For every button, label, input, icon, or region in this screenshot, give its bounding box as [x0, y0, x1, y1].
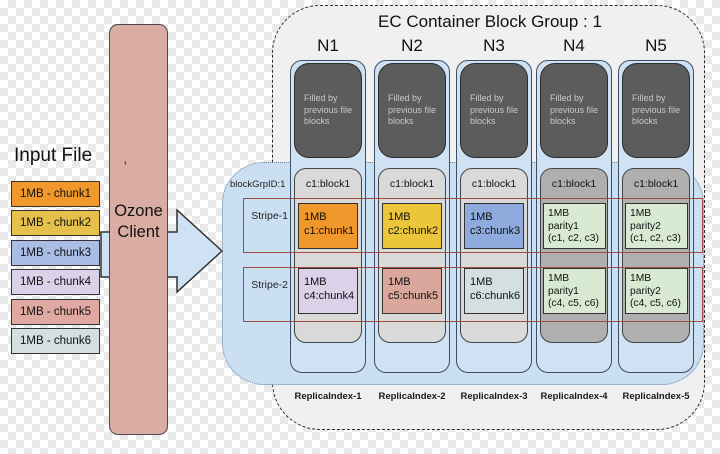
- ec-container-title: EC Container Block Group : 1: [378, 12, 602, 31]
- input-chunk-3: 1MB - chunk3: [11, 240, 100, 266]
- cell-stripe1-n1: 1MB c1:chunk1: [298, 203, 358, 249]
- ozone-client-label: Ozone Client: [114, 202, 163, 241]
- cell-line: parity2: [630, 285, 661, 297]
- node-label-n5: N5: [645, 36, 667, 55]
- block-header: c1:block1: [633, 178, 679, 190]
- ozone-client-mark: ': [124, 158, 127, 174]
- filled-blocks-box-n3: Filled by previous file blocks: [460, 63, 528, 158]
- filled-blocks-note: Filled by previous file blocks: [470, 93, 519, 126]
- cell-stripe2-n3: 1MB c6:chunk6: [464, 268, 524, 314]
- stripe-1-outline: [243, 198, 703, 253]
- stripe-1-label: Stripe-1: [251, 210, 288, 222]
- cell-stripe1-n3: 1MB c3:chunk3: [464, 203, 524, 249]
- block-header: c1:block1: [471, 178, 517, 190]
- replica-index-3-label: ReplicaIndex-3: [460, 391, 528, 402]
- cell-stripe2-n5-parity: 1MB parity2 (c4, c5, c6): [625, 268, 688, 314]
- block-grp-id-label: blockGrpID:1: [230, 179, 286, 190]
- cell-line: (c1, c2, c3): [630, 233, 681, 244]
- replica-index-5-label: ReplicaIndex-5: [622, 391, 690, 402]
- filled-blocks-box-n5: Filled by previous file blocks: [622, 63, 690, 158]
- node-label-n1: N1: [317, 36, 339, 55]
- cell-stripe1-n4-parity: 1MB parity1 (c1, c2, c3): [543, 203, 606, 249]
- block-header: c1:block1: [551, 178, 597, 190]
- cell-line: 1MB: [304, 211, 327, 223]
- input-chunk-1: 1MB - chunk1: [11, 181, 100, 207]
- filled-blocks-note: Filled by previous file blocks: [304, 93, 353, 126]
- cell-stripe1-n2: 1MB c2:chunk2: [382, 203, 442, 249]
- cell-line: 1MB: [388, 211, 411, 223]
- ozone-client-bar: [109, 24, 168, 435]
- cell-stripe1-n5-parity: 1MB parity2 (c1, c2, c3): [625, 203, 688, 249]
- block-header: c1:block1: [305, 178, 351, 190]
- cell-line: 1MB: [470, 211, 493, 223]
- cell-line: parity1: [548, 285, 579, 297]
- node-label-n2: N2: [401, 36, 423, 55]
- filled-blocks-box-n2: Filled by previous file blocks: [378, 63, 446, 158]
- block-header: c1:block1: [389, 178, 435, 190]
- cell-stripe2-n4-parity: 1MB parity1 (c4, c5, c6): [543, 268, 606, 314]
- filled-blocks-note: Filled by previous file blocks: [632, 93, 681, 126]
- cell-line: 1MB: [548, 208, 570, 219]
- filled-blocks-box-n1: Filled by previous file blocks: [294, 63, 362, 158]
- input-chunk-5: 1MB - chunk5: [11, 299, 100, 325]
- filled-blocks-note: Filled by previous file blocks: [388, 93, 437, 126]
- filled-blocks-note: Filled by previous file blocks: [550, 93, 599, 126]
- replica-index-4-label: ReplicaIndex-4: [540, 391, 608, 402]
- cell-line: 1MB: [630, 273, 652, 284]
- cell-line: 1MB: [470, 276, 493, 288]
- node-label-n3: N3: [483, 36, 505, 55]
- cell-line: (c1, c2, c3): [548, 233, 599, 244]
- cell-line: c2:chunk2: [388, 224, 439, 237]
- cell-stripe2-n2: 1MB c5:chunk5: [382, 268, 442, 314]
- replica-index-2-label: ReplicaIndex-2: [378, 391, 446, 402]
- stripe-2-label: Stripe-2: [251, 279, 288, 291]
- replica-index-1-label: ReplicaIndex-1: [294, 391, 362, 402]
- cell-stripe2-n1: 1MB c4:chunk4: [298, 268, 358, 314]
- cell-line: parity2: [630, 220, 661, 232]
- cell-line: (c4, c5, c6): [548, 298, 599, 309]
- cell-line: 1MB: [304, 276, 327, 288]
- cell-line: c3:chunk3: [470, 224, 521, 237]
- input-chunk-4: 1MB - chunk4: [11, 269, 100, 295]
- cell-line: 1MB: [548, 273, 570, 284]
- stripe-2-outline: [243, 267, 703, 322]
- cell-line: 1MB: [630, 208, 652, 219]
- cell-line: c6:chunk6: [470, 289, 521, 302]
- input-chunk-6: 1MB - chunk6: [11, 328, 100, 354]
- cell-line: parity1: [548, 220, 579, 232]
- cell-line: c5:chunk5: [388, 289, 439, 302]
- node-label-n4: N4: [563, 36, 585, 55]
- cell-line: c4:chunk4: [304, 289, 355, 302]
- cell-line: (c4, c5, c6): [630, 298, 681, 309]
- cell-line: 1MB: [388, 276, 411, 288]
- input-file-title: Input File: [14, 145, 93, 166]
- filled-blocks-box-n4: Filled by previous file blocks: [540, 63, 608, 158]
- input-chunk-2: 1MB - chunk2: [11, 210, 100, 236]
- cell-line: c1:chunk1: [304, 224, 355, 237]
